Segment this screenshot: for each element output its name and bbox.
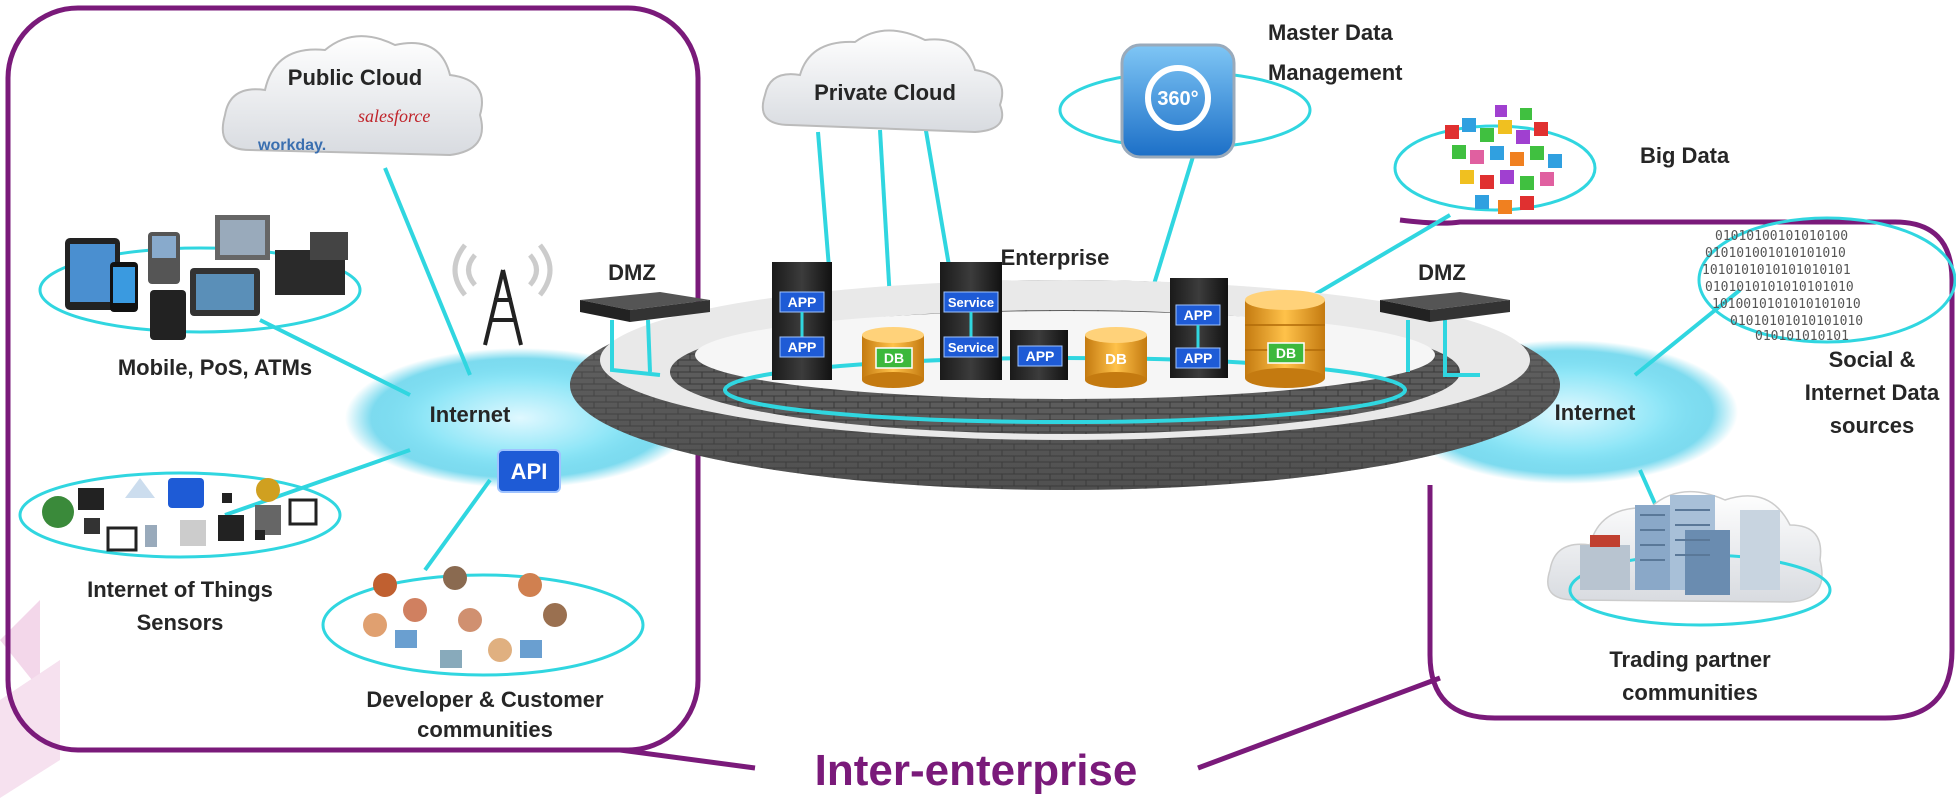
salesforce-logo: salesforce <box>358 106 430 126</box>
svg-text:010101001010101010: 010101001010101010 <box>1705 246 1846 261</box>
db-orange-2: DB <box>1085 327 1147 388</box>
trading-label-line1: Trading partner <box>1609 647 1771 672</box>
private-cloud-label: Private Cloud <box>814 80 956 105</box>
svg-text:0101010101010101010: 0101010101010101010 <box>1705 280 1854 295</box>
dmz-left-appliance <box>580 292 710 322</box>
public-cloud-shape <box>221 35 483 157</box>
inter-enterprise-title: Inter-enterprise <box>815 746 1138 795</box>
private-cloud-shape <box>761 29 1004 134</box>
svg-text:01010100101010100: 01010100101010100 <box>1715 229 1848 244</box>
mdm-360-icon: 360° <box>1120 43 1236 159</box>
service-chip: Service <box>948 295 994 310</box>
db-chip: DB <box>1276 345 1296 361</box>
iot-label-line1: Internet of Things <box>87 577 273 602</box>
big-data-label: Big Data <box>1640 143 1730 168</box>
social-label-line1: Social & <box>1829 347 1916 372</box>
enterprise-label: Enterprise <box>1001 245 1110 270</box>
mdm-label-line1: Master Data <box>1268 20 1393 45</box>
app-server-small: APP <box>1010 330 1068 380</box>
app-chip: APP <box>788 294 817 310</box>
app-chip: APP <box>1184 307 1213 323</box>
app-chip: APP <box>1026 348 1055 364</box>
svg-text:1010101010101010101: 1010101010101010101 <box>1702 263 1851 278</box>
api-badge: API <box>497 449 561 493</box>
mdm-label-line2: Management <box>1268 60 1403 85</box>
internet-right-label: Internet <box>1555 400 1636 425</box>
service-chip: Service <box>948 340 994 355</box>
social-label-line3: sources <box>1830 413 1914 438</box>
internet-left-label: Internet <box>430 402 511 427</box>
svg-text:1010010101010101010: 1010010101010101010 <box>1712 297 1861 312</box>
dev-label-line2: communities <box>417 717 553 742</box>
db-orange-1: DB <box>862 327 924 388</box>
social-label-line2: Internet Data <box>1805 380 1940 405</box>
svg-text:360°: 360° <box>1157 88 1198 110</box>
iot-label-line2: Sensors <box>137 610 224 635</box>
app-chip: APP <box>1184 350 1213 366</box>
db-orange-big: DB <box>1245 290 1325 388</box>
trading-label-line2: communities <box>1622 680 1758 705</box>
workday-logo: workday. <box>257 137 326 154</box>
mobile-label: Mobile, PoS, ATMs <box>118 355 312 380</box>
svg-text:010101010101: 010101010101 <box>1755 329 1849 344</box>
radio-tower-icon <box>452 243 553 346</box>
binary-data-graphic: 01010100101010100 010101001010101010 101… <box>1702 229 1863 344</box>
dmz-right-appliance <box>1380 292 1510 322</box>
developer-people-icon <box>363 566 567 668</box>
public-cloud-label: Public Cloud <box>288 65 422 90</box>
svg-text:API: API <box>511 459 548 484</box>
mobile-devices-icon <box>65 215 348 340</box>
right-group-border <box>1399 217 1955 721</box>
watermark-shape <box>0 600 40 690</box>
iot-sensors-icon <box>42 478 318 552</box>
app-server-1: APP APP <box>772 262 832 380</box>
app-server-2: APP APP <box>1170 278 1228 378</box>
app-chip: APP <box>788 339 817 355</box>
dev-label-line1: Developer & Customer <box>366 687 604 712</box>
svg-text:01010101010101010: 01010101010101010 <box>1730 314 1863 329</box>
service-server: Service Service <box>940 262 1002 380</box>
db-chip: DB <box>1105 351 1127 368</box>
buildings-icon <box>1580 495 1780 595</box>
db-chip: DB <box>884 350 904 366</box>
big-data-cubes <box>1445 105 1562 214</box>
dmz-right-label: DMZ <box>1418 260 1466 285</box>
dmz-left-label: DMZ <box>608 260 656 285</box>
